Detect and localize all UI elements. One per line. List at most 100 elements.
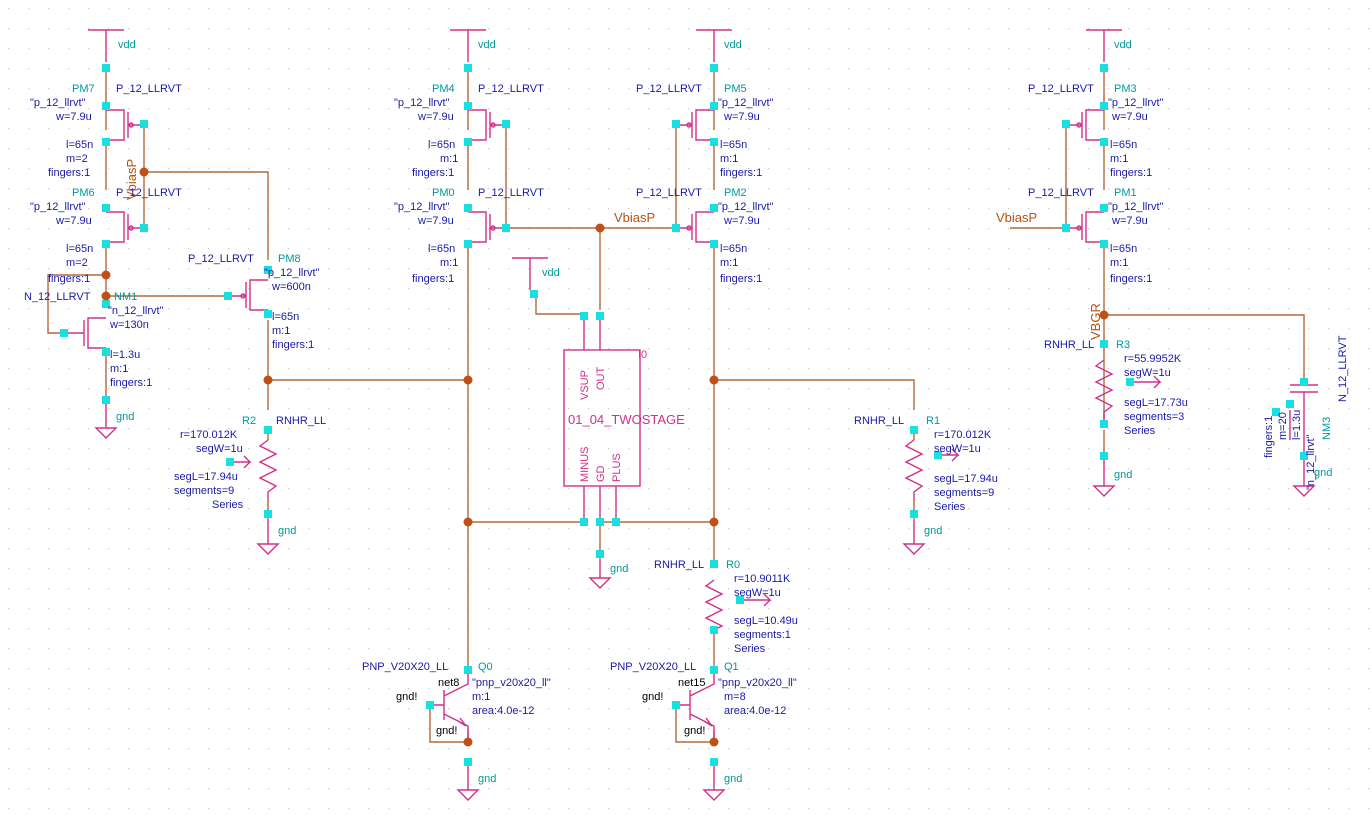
pm2-cell: "p_12_llrvt" [718, 201, 774, 213]
nm3-model: N_12_LLRVT [1337, 335, 1349, 402]
gnd-label: gnd [610, 563, 628, 575]
pm4-f: fingers:1 [412, 167, 454, 179]
vbgr-net-label: VBGR [1088, 303, 1103, 340]
q0-gnd-bang: gnd! [436, 725, 457, 737]
q0-symbol [430, 672, 469, 740]
vbiasp-net-label: VbiasP [124, 159, 139, 200]
nm3-m: m=20 [1277, 412, 1289, 440]
gnd-label: gnd [478, 773, 496, 785]
r1-segw: segW=1u [934, 443, 981, 455]
opamp-pin-gd: GD [595, 465, 607, 482]
vdd-label: vdd [478, 39, 496, 51]
pm5-inst: PM5 [724, 83, 747, 95]
r0-inst: R0 [726, 559, 740, 571]
device-symbols [64, 109, 1318, 740]
vdd-label: vdd [724, 39, 742, 51]
r1-inst: R1 [926, 415, 940, 427]
pm6-f: fingers:1 [48, 273, 90, 285]
pm8-m: m:1 [272, 325, 290, 337]
pm5-l: l=65n [720, 139, 747, 151]
pm2-l: l=65n [720, 243, 747, 255]
vbiasp-net-label: VbiasP [614, 210, 655, 225]
vdd-label: vdd [118, 39, 136, 51]
pm4-cell: "p_12_llrvt" [394, 97, 450, 109]
pm7-model: P_12_LLRVT [116, 83, 182, 95]
pm4-inst: PM4 [432, 83, 455, 95]
pm0-model: P_12_LLRVT [478, 187, 544, 199]
vdd-label: vdd [1114, 39, 1132, 51]
gnd-label: gnd [1114, 469, 1132, 481]
pm8-w: w=600n [271, 281, 311, 293]
q1-cell: "pnp_v20x20_ll" [718, 677, 797, 689]
pm1-w: w=7.9u [1111, 215, 1148, 227]
pm1-f: fingers:1 [1110, 273, 1152, 285]
q1-symbol [676, 672, 715, 740]
opamp-pin-out: OUT [595, 367, 607, 391]
nm3-l: l=1.3u [1291, 410, 1303, 440]
r3-segw: segW=1u [1124, 367, 1171, 379]
r1-model: RNHR_LL [854, 415, 904, 427]
r2-inst: R2 [242, 415, 256, 427]
pm3-model: P_12_LLRVT [1028, 83, 1094, 95]
opamp-pin-plus: PLUS [611, 453, 623, 482]
pm4-l: l=65n [428, 139, 455, 151]
r0-r: r=10.9011K [734, 573, 791, 585]
pm6-symbol [106, 211, 144, 243]
opamp-box [563, 349, 641, 487]
pm3-inst: PM3 [1114, 83, 1137, 95]
vdd-label: vdd [542, 267, 560, 279]
r1-series: Series [934, 501, 966, 513]
pm6-inst: PM6 [72, 187, 95, 199]
pm0-l: l=65n [428, 243, 455, 255]
nm1-w: w=130n [109, 319, 149, 331]
pm4-model: P_12_LLRVT [478, 83, 544, 95]
nm1-l: l=1.3u [110, 349, 140, 361]
r0-segl: segL=10.49u [734, 615, 798, 627]
r3-model: RNHR_LL [1044, 339, 1094, 351]
supply-symbols [88, 29, 1316, 801]
nm1-cell: "n_12_llrvt" [108, 305, 164, 317]
nm3-cell: "n_12_llrvt" [1305, 434, 1317, 490]
r0-seg: segments:1 [734, 629, 791, 641]
vbiasp-net-label: VbiasP [996, 210, 1037, 225]
labels: vdd vdd vdd vdd vdd PM7 P_12_LLRVT "p_12… [24, 39, 1349, 785]
pm1-cell: "p_12_llrvt" [1108, 201, 1164, 213]
q0-cell: "pnp_v20x20_ll" [472, 677, 551, 689]
pm6-model: P_12_LLRVT [116, 187, 182, 199]
nm1-model: N_12_LLRVT [24, 291, 91, 303]
nm3-inst: NM3 [1321, 417, 1333, 440]
q1-model: PNP_V20X20_LL [610, 661, 696, 673]
opamp-pin-vsup: VSUP [579, 370, 591, 400]
r2-series: Series [212, 499, 244, 511]
nm1-inst: NM1 [114, 291, 137, 303]
r0-segw: segW=1u [734, 587, 781, 599]
pm2-m: m:1 [720, 257, 738, 269]
nm3-f: fingers:1 [1263, 416, 1275, 458]
r0-series: Series [734, 643, 766, 655]
pm1-inst: PM1 [1114, 187, 1137, 199]
r2-segw: segW=1u [196, 443, 243, 455]
r2-r: r=170.012K [180, 429, 238, 441]
q0-model: PNP_V20X20_LL [362, 661, 448, 673]
pm8-f: fingers:1 [272, 339, 314, 351]
pm4-m: m:1 [440, 153, 458, 165]
pm5-f: fingers:1 [720, 167, 762, 179]
pm2-inst: PM2 [724, 187, 747, 199]
pm3-symbol [1066, 109, 1104, 141]
pm2-f: fingers:1 [720, 273, 762, 285]
gnd-label: gnd [924, 525, 942, 537]
pm7-cell: "p_12_llrvt" [30, 97, 86, 109]
q1-area: area:4.0e-12 [724, 705, 786, 717]
r3-r: r=55.9952K [1124, 353, 1182, 365]
nm1-f: fingers:1 [110, 377, 152, 389]
opamp-cell: 01_04_TWOSTAGE [568, 412, 685, 427]
pm5-cell: "p_12_llrvt" [718, 97, 774, 109]
pins [60, 64, 1308, 766]
pm2-model: P_12_LLRVT [636, 187, 702, 199]
pm7-f: fingers:1 [48, 167, 90, 179]
pm7-l: l=65n [66, 139, 93, 151]
r1-r: r=170.012K [934, 429, 992, 441]
pm7-m: m=2 [66, 153, 88, 165]
q1-net: net15 [678, 677, 706, 689]
